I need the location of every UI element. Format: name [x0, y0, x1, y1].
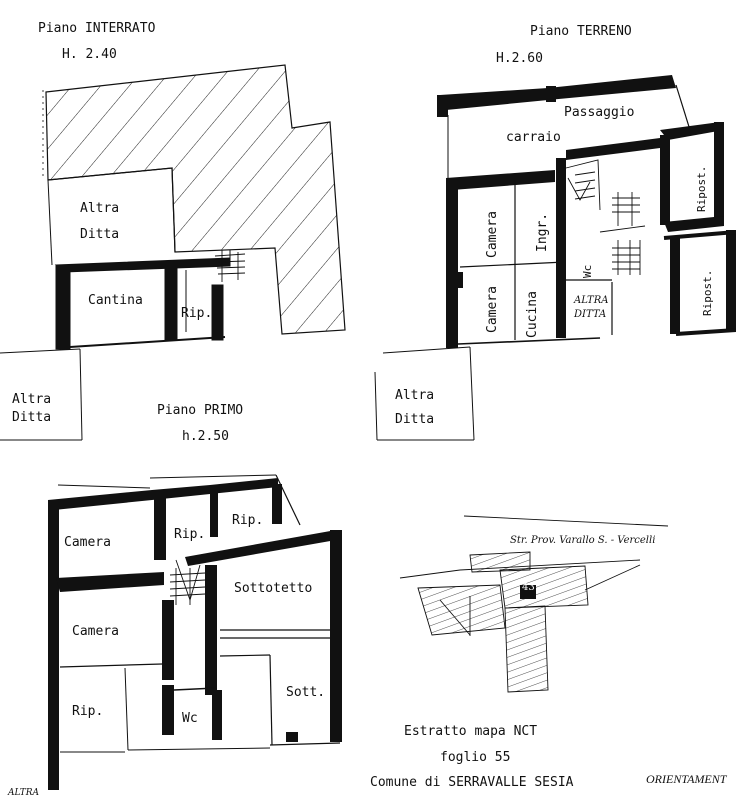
room-cantina: Cantina	[88, 293, 143, 308]
neighbor-right-label: Altra Ditta	[395, 388, 435, 427]
terreno-height: H.2.60	[496, 51, 543, 66]
room-camera-primo-1: Camera	[64, 535, 111, 550]
room-ripost-2: Ripost.	[701, 269, 714, 316]
room-altra-ditta-terreno: ALTRA DITTA	[574, 295, 609, 320]
orientation-label: ORIENTAMENT	[646, 772, 727, 786]
room-carraio: carraio	[506, 130, 561, 145]
neighbor-left-outline	[0, 348, 83, 441]
map-caption-2: foglio 55	[440, 750, 511, 765]
neighbor-left-label: Altra Ditta	[12, 392, 52, 425]
interrato-title: Piano INTERRATO	[38, 21, 156, 36]
room-ingresso: Ingr.	[535, 212, 550, 252]
terreno-title: Piano TERRENO	[530, 24, 632, 39]
neighbor-right-outline	[374, 346, 475, 441]
map-caption-1: Estratto mapa NCT	[404, 724, 538, 739]
interrato-height: H. 2.40	[62, 47, 117, 62]
map-parcel-number: 43	[522, 582, 535, 593]
map-caption-3: Comune di SERRAVALLE SESIA	[370, 775, 574, 790]
room-camera-terreno-2: Camera	[485, 286, 500, 333]
room-rip-interrato: Rip.	[181, 306, 213, 321]
plan-primo	[48, 474, 342, 790]
room-rip-primo-2: Rip.	[232, 513, 264, 528]
room-rip-primo-1: Rip.	[174, 527, 206, 542]
room-camera-primo-2: Camera	[72, 624, 119, 639]
primo-height: h.2.50	[182, 429, 229, 444]
map-road-label: Str. Prov. Varallo S. - Vercelli	[510, 535, 656, 546]
room-passaggio: Passaggio	[564, 105, 635, 120]
corner-note: ALTRA	[8, 788, 40, 798]
room-rip-primo-3: Rip.	[72, 704, 104, 719]
room-ripost-1: Ripost.	[695, 165, 708, 212]
room-altra-ditta-interrato: Altra Ditta	[80, 201, 120, 242]
plan-interrato	[42, 64, 346, 350]
room-sott: Sott.	[286, 685, 326, 700]
room-cucina: Cucina	[525, 291, 540, 338]
room-wc-primo: Wc	[182, 711, 198, 726]
room-sottotetto: Sottotetto	[234, 581, 313, 596]
primo-title: Piano PRIMO	[157, 403, 244, 418]
room-wc-terreno: Wc	[581, 264, 594, 278]
cadastral-map	[399, 515, 669, 693]
room-camera-terreno-1: Camera	[485, 211, 500, 258]
plan-terreno	[437, 75, 736, 348]
